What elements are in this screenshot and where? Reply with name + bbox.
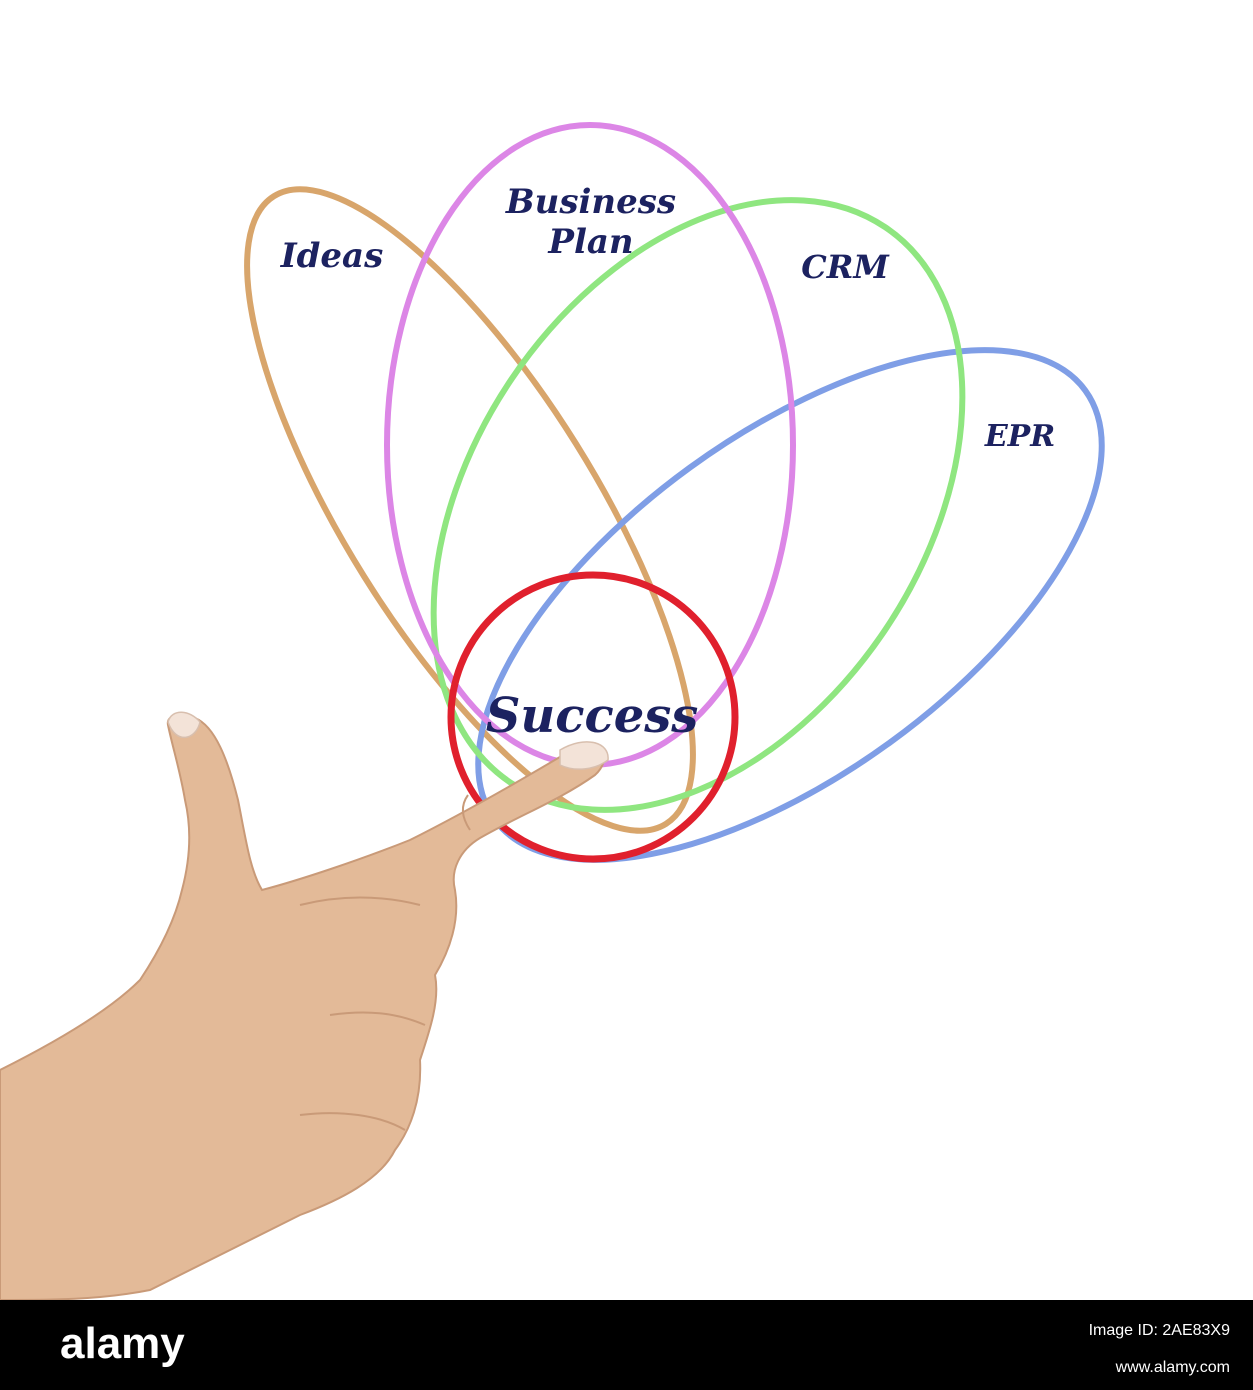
success-circle [447, 571, 739, 863]
petal-ideas-outline [244, 186, 696, 834]
footer-site-link[interactable]: www.alamy.com [1115, 1359, 1230, 1376]
label-epr: EPR [984, 419, 1055, 454]
label-ideas: Ideas [280, 236, 383, 276]
footer-image-id: Image ID: 2AE83X9 [1089, 1322, 1231, 1339]
pointing-hand-image [0, 711, 609, 1301]
label-crm: CRM [801, 248, 890, 286]
footer-bar [0, 1300, 1253, 1390]
label-business-plan-line1: Business [505, 182, 676, 222]
label-business-plan-line2: Plan [547, 222, 633, 262]
footer-brand-logo[interactable]: alamy [60, 1319, 185, 1368]
label-success: Success [486, 688, 699, 744]
petal-crm-outline [430, 197, 966, 813]
